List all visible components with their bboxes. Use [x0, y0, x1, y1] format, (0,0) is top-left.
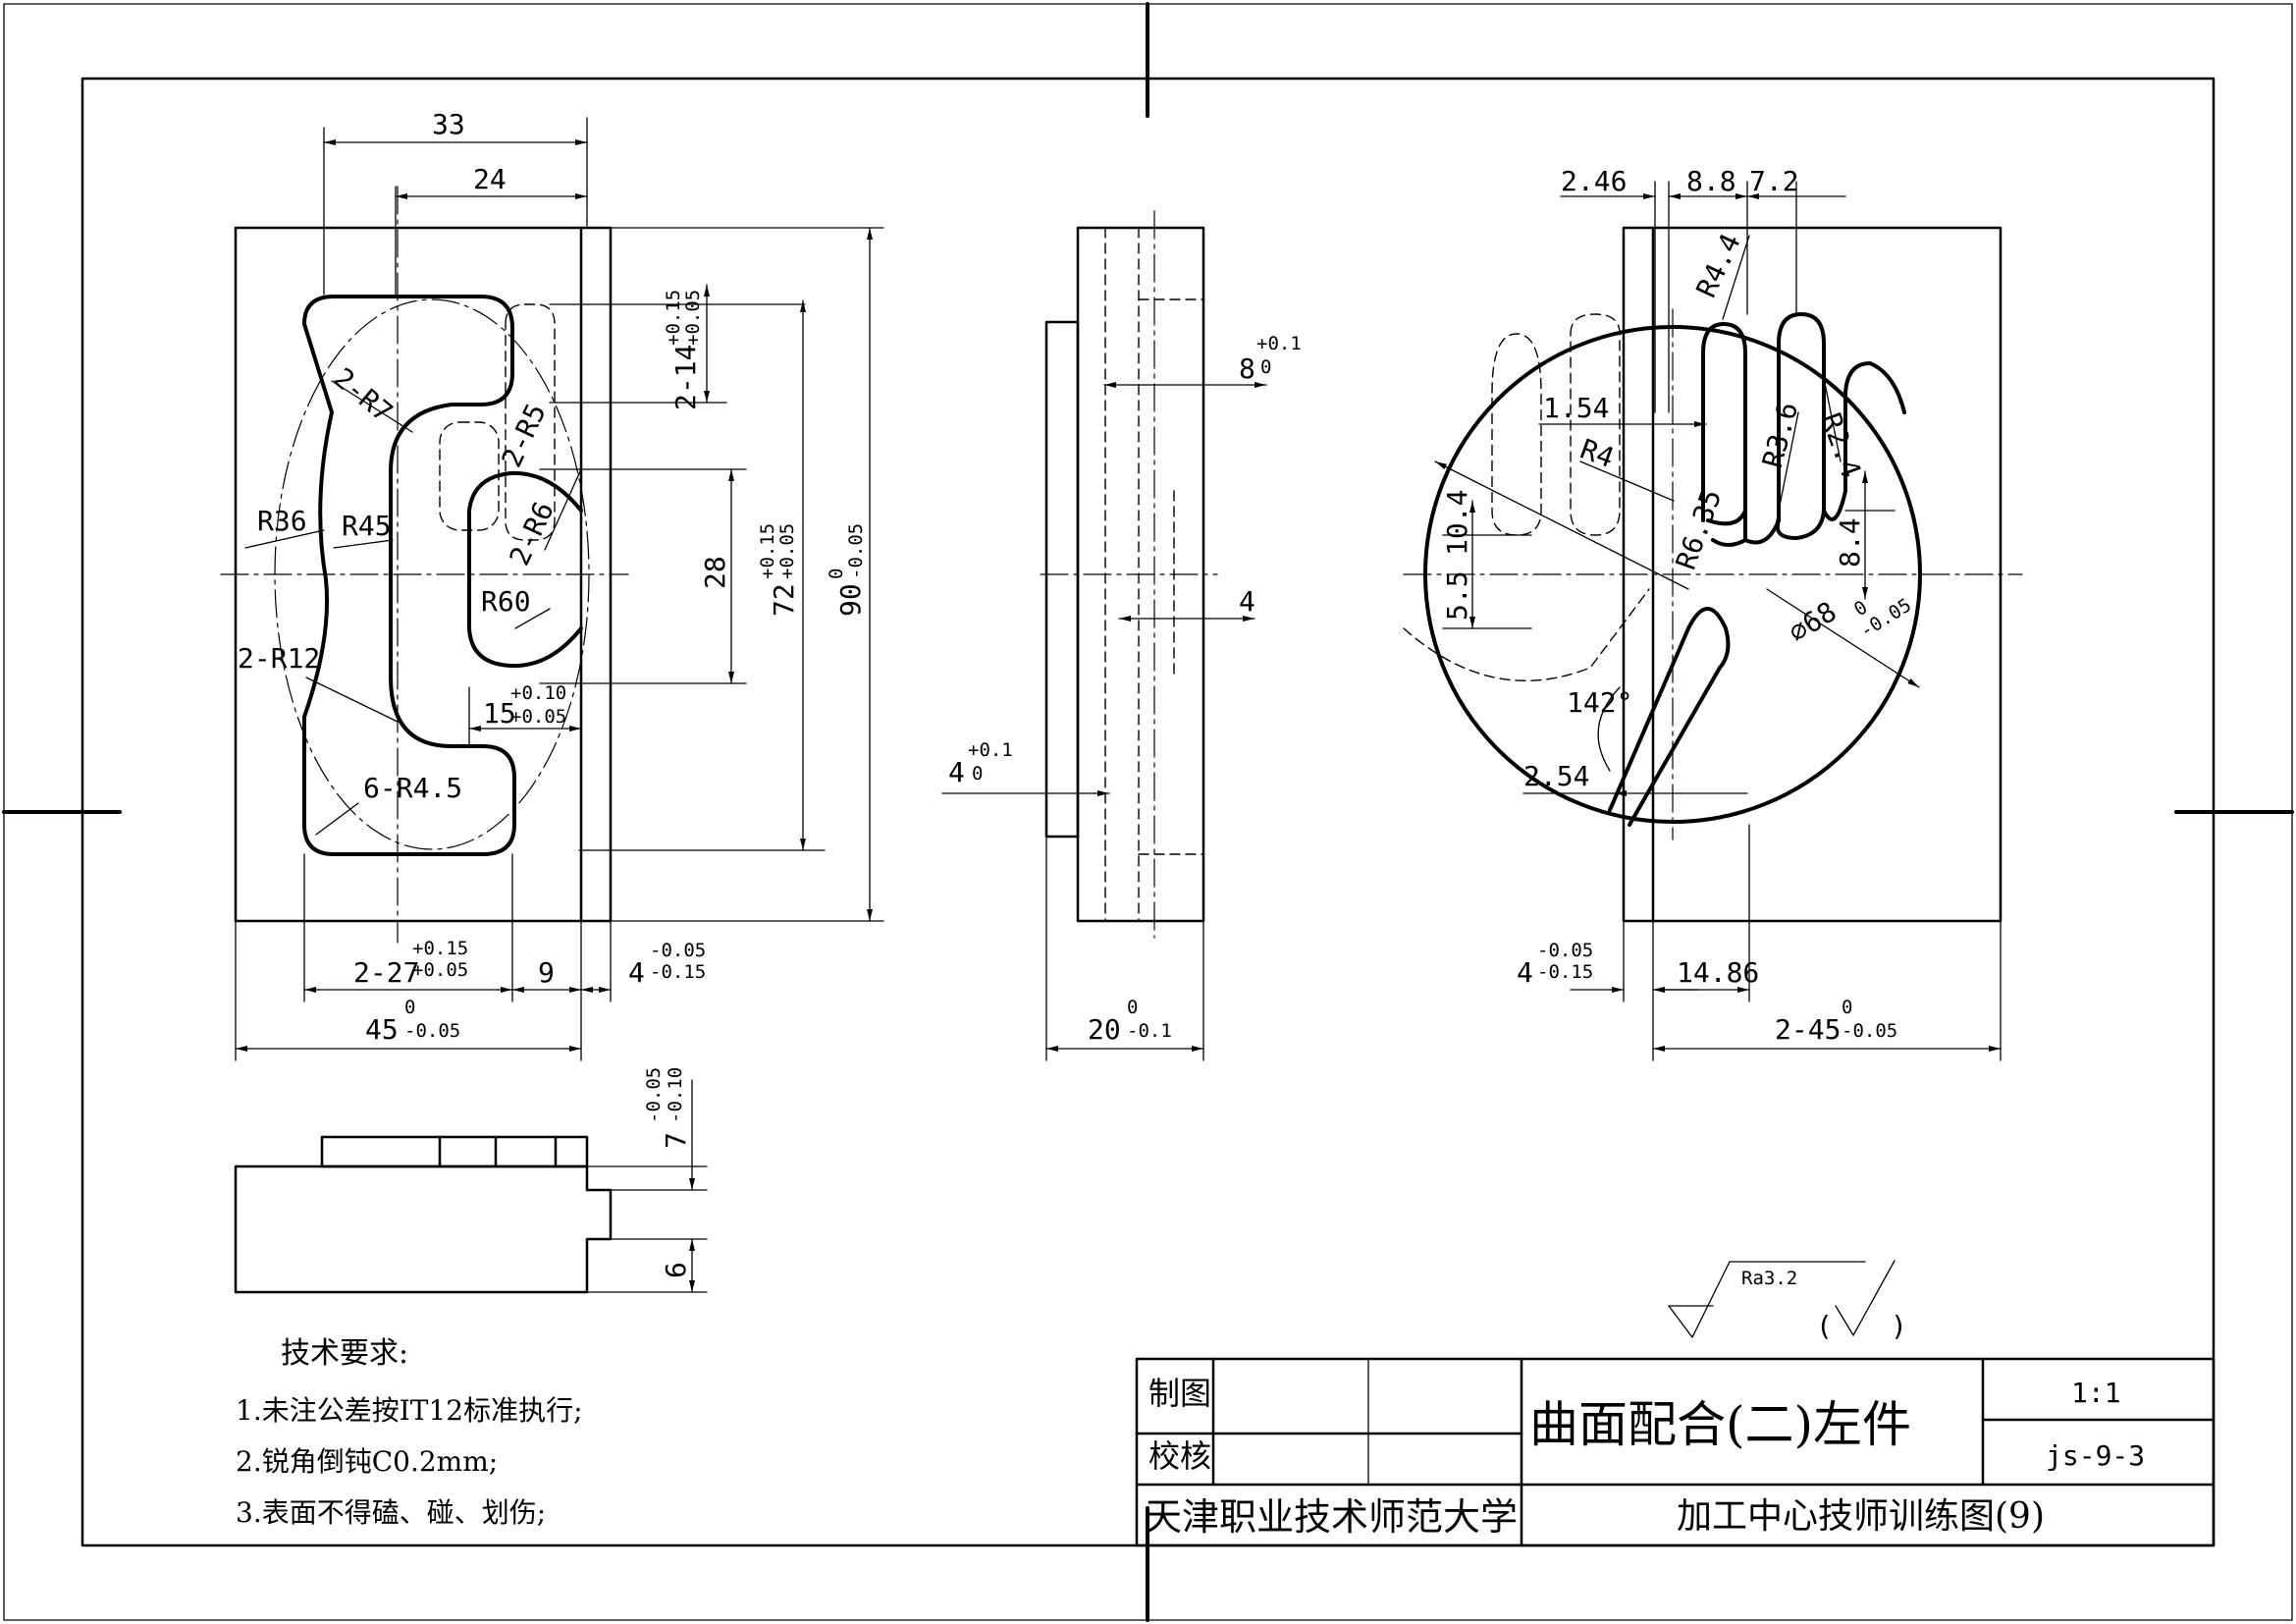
dim-R45: R45 [342, 510, 392, 542]
part-name: 曲面配合(二)左件 [1529, 1396, 1911, 1453]
drawn-by-label: 制图 [1148, 1375, 1211, 1412]
dim-9: 9 [538, 956, 555, 989]
dim-33: 33 [432, 108, 465, 140]
svg-text:-0.05: -0.05 [1537, 940, 1593, 961]
right-view: 2.46 8.8 7.2 R4.4 1.54 R4 R3.6 R2.4 R6.3… [1403, 165, 2023, 1061]
svg-text:+0.1: +0.1 [1256, 333, 1302, 354]
dim-2-14: 2-14 [669, 345, 702, 410]
svg-text:-0.1: -0.1 [1127, 1020, 1172, 1042]
dim-dia-68: ⌀68 [1783, 595, 1842, 649]
tongue-outline [467, 470, 583, 669]
svg-text:+0.05: +0.05 [412, 959, 468, 981]
svg-text:+0.05: +0.05 [682, 290, 704, 346]
dim-10.4: 10.4 [1441, 490, 1473, 556]
dim-142deg: 142° [1567, 686, 1632, 719]
dim-8.4: 8.4 [1834, 517, 1866, 568]
note-3: 3.表面不得磕、碰、划伤; [236, 1496, 546, 1529]
school-name: 天津职业技术师范大学 [1145, 1495, 1518, 1539]
dim-6: 6 [660, 1262, 692, 1278]
lower-slot [1608, 607, 1731, 827]
dim-28: 28 [699, 556, 731, 589]
note-1: 1.未注公差按IT12标准执行; [236, 1394, 583, 1427]
svg-text:-0.15: -0.15 [650, 961, 706, 983]
finger-1 [1701, 322, 1747, 526]
svg-text:+0.05: +0.05 [776, 523, 798, 579]
note-2: 2.锐角倒钝C0.2mm; [236, 1445, 498, 1478]
c-pocket-outline [302, 295, 516, 856]
svg-text:+0.15: +0.15 [757, 523, 778, 579]
svg-text:0: 0 [1127, 997, 1138, 1018]
svg-text:(: ( [1816, 1310, 1833, 1342]
svg-text:0: 0 [404, 997, 415, 1018]
dim-4: 4 [628, 956, 645, 989]
dim-2-27: 2-27 [353, 956, 419, 989]
roughness-symbol: Ra3.2 ( ) [1668, 1260, 1907, 1342]
scale-value: 1:1 [2071, 1377, 2121, 1409]
svg-text:+0.15: +0.15 [663, 290, 684, 346]
svg-text:0: 0 [1260, 356, 1271, 378]
svg-text:-0.05: -0.05 [845, 523, 867, 579]
dim-R3.6: R3.6 [1756, 399, 1804, 471]
dim-2.46: 2.46 [1561, 165, 1627, 197]
svg-text:0: 0 [972, 763, 983, 785]
dim-2-R12: 2-R12 [238, 642, 320, 675]
dim-6-R4.5: 6-R4.5 [363, 772, 462, 804]
finger-4 [1822, 361, 1906, 521]
dim-R60: R60 [481, 585, 531, 618]
dim-2-R5: 2-R5 [495, 399, 552, 472]
svg-text:+0.1: +0.1 [968, 739, 1013, 761]
svg-text:-0.05: -0.05 [404, 1020, 460, 1042]
dim-8.8: 8.8 [1686, 165, 1736, 197]
bottom-view: 7 -0.05 -0.10 6 [234, 1067, 708, 1294]
svg-text:+0.10: +0.10 [510, 682, 566, 704]
notes-title: 技术要求: [281, 1336, 408, 1371]
technical-notes: 技术要求: 1.未注公差按IT12标准执行; 2.锐角倒钝C0.2mm; 3.表… [236, 1336, 583, 1529]
svg-text:-0.05: -0.05 [643, 1067, 665, 1123]
dim-2.54: 2.54 [1523, 760, 1589, 792]
svg-text:-0.10: -0.10 [665, 1067, 686, 1123]
dim-2-45: 2-45 [1775, 1013, 1841, 1046]
dim-R36: R36 [257, 505, 307, 537]
dim-15: 15 [483, 697, 516, 730]
dim-right-4: 4 [1517, 956, 1533, 989]
svg-text:0: 0 [826, 568, 847, 579]
side-view: 8 +0.1 0 4 4 +0.1 0 20 0 -0.1 [941, 210, 1302, 1061]
finger-3 [1743, 312, 1826, 545]
svg-text:-0.15: -0.15 [1537, 961, 1593, 983]
dim-14.86: 14.86 [1677, 956, 1759, 989]
roughness-ra-label: Ra3.2 [1741, 1268, 1797, 1289]
dim-45: 45 [365, 1013, 399, 1046]
drawing-number: js-9-3 [2046, 1439, 2145, 1472]
dim-R6.35: R6.35 [1670, 485, 1729, 573]
svg-text:0: 0 [1842, 997, 1852, 1018]
dim-7: 7 [660, 1132, 692, 1149]
dim-2-R7: 2-R7 [328, 361, 400, 429]
series-title: 加工中心技师训练图(9) [1677, 1496, 2045, 1537]
svg-text:+0.05: +0.05 [510, 706, 566, 728]
dim-1.54: 1.54 [1543, 392, 1609, 424]
dim-72: 72 [768, 583, 800, 617]
front-view: 33 24 2-14 +0.15 +0.05 28 72 +0.15 +0.05… [220, 108, 884, 1061]
dim-side-4b: 4 [948, 756, 965, 788]
dim-24: 24 [473, 163, 507, 195]
dim-90: 90 [834, 583, 867, 617]
title-block: 制图 校核 曲面配合(二)左件 1:1 js-9-3 天津职业技术师范大学 加工… [1135, 1357, 2216, 1547]
svg-text:): ) [1891, 1310, 1907, 1342]
checked-by-label: 校核 [1148, 1437, 1211, 1475]
svg-text:-0.05: -0.05 [1842, 1020, 1897, 1042]
dim-5.5: 5.5 [1441, 570, 1473, 621]
dim-20: 20 [1088, 1013, 1121, 1046]
svg-text:+0.15: +0.15 [412, 938, 468, 959]
svg-text:-0.05: -0.05 [1856, 594, 1915, 642]
dim-7.2: 7.2 [1749, 165, 1799, 197]
roughness-check-icon [1835, 1260, 1896, 1336]
dim-side-4: 4 [1239, 585, 1255, 618]
dim-R4.4: R4.4 [1689, 229, 1746, 302]
dim-8: 8 [1239, 352, 1255, 385]
svg-text:-0.05: -0.05 [650, 940, 706, 961]
